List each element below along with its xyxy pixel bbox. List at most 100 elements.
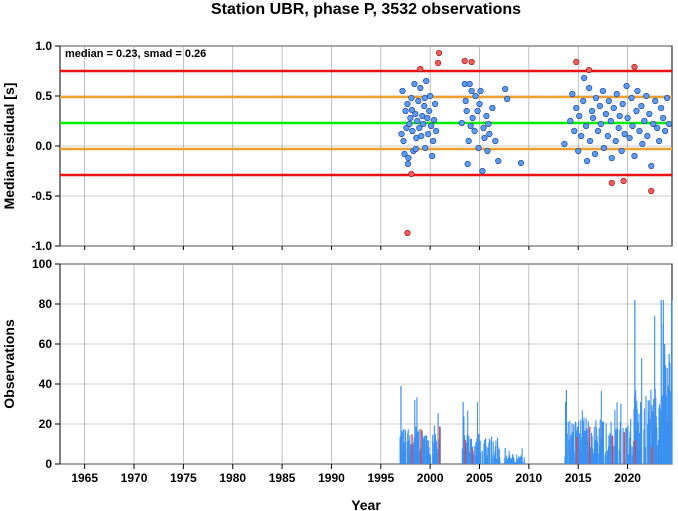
x-tick-label: 1980 xyxy=(219,471,246,485)
inlier-point xyxy=(464,160,471,168)
observation-bar xyxy=(408,440,410,464)
inlier-point xyxy=(400,137,407,145)
top-y-tick-label: 0.5 xyxy=(35,89,52,103)
observation-bars xyxy=(399,300,673,464)
observation-bar xyxy=(587,421,589,464)
inlier-point xyxy=(561,140,568,148)
observation-bar xyxy=(418,429,420,464)
bottom-y-tick-label: 60 xyxy=(39,337,53,351)
inlier-point xyxy=(483,112,490,120)
inlier-point xyxy=(591,150,599,158)
observation-bar xyxy=(470,439,473,464)
x-tick-label: 1965 xyxy=(71,471,98,485)
inlier-point xyxy=(418,132,425,140)
observation-bar xyxy=(564,401,567,464)
observation-bar xyxy=(596,442,599,464)
observation-bar xyxy=(519,457,521,464)
observation-bar xyxy=(424,435,426,464)
outlier-point xyxy=(435,49,443,57)
bottom-y-tick-label: 100 xyxy=(32,257,52,271)
inlier-point xyxy=(420,120,427,128)
inlier-point xyxy=(652,97,659,105)
observation-bar xyxy=(485,446,487,464)
observation-bar xyxy=(630,445,632,464)
inlier-point xyxy=(407,114,414,122)
inlier-point xyxy=(477,87,484,95)
inlier-point xyxy=(618,147,625,155)
inlier-point xyxy=(474,107,481,115)
observation-bar xyxy=(613,445,615,464)
inlier-point xyxy=(636,127,643,135)
inlier-point xyxy=(638,102,645,110)
observation-bar xyxy=(656,444,658,464)
inlier-point xyxy=(661,127,669,135)
inlier-point xyxy=(646,110,653,118)
observation-bar xyxy=(662,324,664,464)
inlier-point xyxy=(663,94,671,102)
observation-bar xyxy=(641,358,643,464)
observation-bar xyxy=(638,433,641,464)
observation-bar xyxy=(410,444,412,464)
observation-bar xyxy=(664,344,666,464)
observation-bar xyxy=(569,420,571,464)
observation-bar xyxy=(645,395,647,464)
inlier-point xyxy=(425,130,432,138)
outlier-point xyxy=(404,229,411,237)
inlier-point xyxy=(641,117,648,125)
x-tick-label: 2005 xyxy=(466,471,493,485)
observation-bar xyxy=(626,427,628,464)
inlier-point xyxy=(600,144,607,152)
bottom-y-tick-label: 40 xyxy=(39,377,53,391)
inlier-point xyxy=(628,94,635,102)
inlier-point xyxy=(476,100,483,108)
outlier-point xyxy=(434,59,442,67)
inlier-point xyxy=(472,92,479,100)
observation-bar xyxy=(580,419,582,464)
outlier-bar xyxy=(439,426,441,464)
inlier-point xyxy=(404,160,412,168)
inlier-point xyxy=(411,80,418,88)
x-tick-label: 1975 xyxy=(170,471,197,485)
inlier-point xyxy=(596,102,604,110)
inlier-point xyxy=(475,144,482,152)
observation-bar xyxy=(437,413,439,464)
x-tick-label: 2010 xyxy=(516,471,543,485)
observation-bar xyxy=(573,424,575,464)
inlier-point xyxy=(613,90,620,98)
inlier-point xyxy=(573,104,580,112)
inlier-point xyxy=(414,117,421,125)
observation-bar xyxy=(627,425,629,464)
inlier-point xyxy=(427,92,434,100)
x-tick-label: 2015 xyxy=(565,471,592,485)
observation-bar xyxy=(597,453,599,464)
observation-bar xyxy=(416,397,418,464)
inlier-point xyxy=(415,97,422,105)
inlier-point xyxy=(616,112,623,120)
inlier-point xyxy=(607,117,614,125)
outlier-point xyxy=(585,66,593,74)
inlier-point xyxy=(594,127,602,135)
inlier-point xyxy=(423,77,430,85)
inlier-point xyxy=(417,84,424,92)
inlier-point xyxy=(492,137,499,145)
inlier-point xyxy=(421,94,428,102)
inlier-point xyxy=(408,94,415,102)
inlier-point xyxy=(406,120,413,128)
observation-bar xyxy=(473,454,475,464)
outlier-point xyxy=(468,58,475,66)
observation-bar xyxy=(476,402,479,464)
x-tick-label: 2000 xyxy=(417,471,444,485)
observation-bar xyxy=(514,461,516,464)
observation-bar xyxy=(583,417,585,464)
inlier-point xyxy=(567,117,574,125)
observation-bar xyxy=(492,441,494,464)
inlier-point xyxy=(660,114,667,122)
inlier-point xyxy=(504,95,511,103)
x-tick-label: 2020 xyxy=(614,471,641,485)
inlier-point xyxy=(575,147,582,155)
inlier-point xyxy=(432,127,440,135)
observation-bar xyxy=(461,448,463,464)
outlier-bar xyxy=(411,434,413,464)
inlier-point xyxy=(466,80,473,88)
